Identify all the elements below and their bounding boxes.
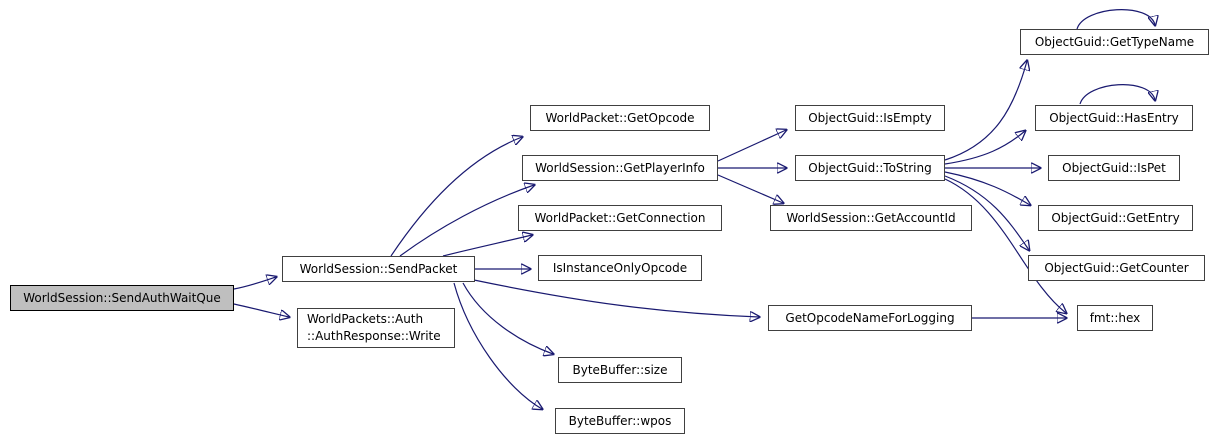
node-worldsession-sendpacket[interactable]: WorldSession::SendPacket <box>282 256 475 282</box>
node-worldpacket-getconnection[interactable]: WorldPacket::GetConnection <box>518 205 722 231</box>
node-objectguid-hasentry[interactable]: ObjectGuid::HasEntry <box>1035 105 1193 131</box>
node-worldpacket-getopcode[interactable]: WorldPacket::GetOpcode <box>530 105 710 131</box>
node-objectguid-isempty[interactable]: ObjectGuid::IsEmpty <box>795 105 945 131</box>
node-objectguid-ispet[interactable]: ObjectGuid::IsPet <box>1048 155 1180 181</box>
node-objectguid-tostring[interactable]: ObjectGuid::ToString <box>795 155 945 181</box>
edge-getplayerinfo-isempty <box>717 130 786 162</box>
edge-sendpacket-getplayerinfo <box>399 185 534 257</box>
edge-sendpacket-getopcodenameforlogging <box>473 279 759 317</box>
node-isinstanceonlyopcode[interactable]: IsInstanceOnlyOpcode <box>538 255 702 281</box>
node-objectguid-getentry[interactable]: ObjectGuid::GetEntry <box>1038 205 1193 231</box>
node-bytebuffer-size[interactable]: ByteBuffer::size <box>558 357 682 383</box>
node-worldpackets-auth-authresponse-write[interactable]: WorldPackets::Auth ::AuthResponse::Write <box>297 308 455 348</box>
node-worldsession-sendauthwaitque: WorldSession::SendAuthWaitQue <box>10 285 234 311</box>
edge-sendpacket-bytebufferwpos <box>453 282 542 409</box>
node-worldsession-getaccountid[interactable]: WorldSession::GetAccountId <box>770 205 972 231</box>
edge-tostring-hasentry <box>944 131 1025 165</box>
node-label-line2: ::AuthResponse::Write <box>307 329 441 343</box>
edge-sendpacket-getconnection <box>442 235 532 257</box>
edge-tostring-getentry <box>944 171 1030 205</box>
node-fmt-hex[interactable]: fmt::hex <box>1077 305 1153 331</box>
edge-tostring-fmthex <box>944 178 1066 313</box>
node-objectguid-gettypename[interactable]: ObjectGuid::GetTypeName <box>1020 29 1209 55</box>
edge-getplayerinfo-getaccountid <box>717 174 783 203</box>
edge-tostring-gettypename <box>944 61 1027 161</box>
edge-sendauthwaitque-sendpacket <box>233 277 276 290</box>
edge-sendpacket-bytebuffersize <box>462 282 553 354</box>
edge-tostring-getcounter <box>944 175 1029 250</box>
edge-gettypename-selfloop <box>1076 9 1155 30</box>
edge-sendpacket-getopcode <box>390 137 522 257</box>
node-bytebuffer-wpos[interactable]: ByteBuffer::wpos <box>555 408 685 434</box>
edge-hasentry-selfloop <box>1079 84 1155 105</box>
node-getopcodenameforlogging[interactable]: GetOpcodeNameForLogging <box>768 305 972 331</box>
node-worldsession-getplayerinfo[interactable]: WorldSession::GetPlayerInfo <box>522 155 718 181</box>
edge-sendauthwaitque-authwrite <box>233 303 289 317</box>
node-label-line1: WorldPackets::Auth <box>307 312 424 326</box>
node-objectguid-getcounter[interactable]: ObjectGuid::GetCounter <box>1028 255 1205 281</box>
